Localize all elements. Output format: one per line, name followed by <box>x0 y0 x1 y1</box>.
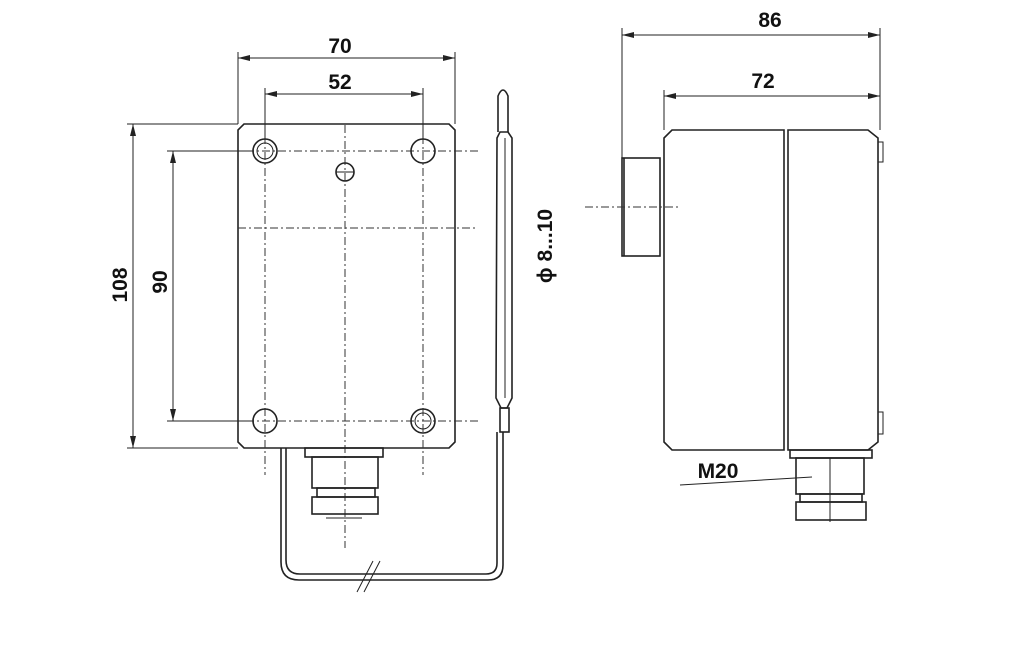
dim-label-72: 72 <box>751 70 774 93</box>
dimension-86: 86 <box>621 9 881 158</box>
dim-label-86: 86 <box>758 9 781 32</box>
sensor-probe <box>495 89 513 433</box>
dim-label-m20: M20 <box>698 460 739 483</box>
probe-diameter-label: ϕ 8...10 <box>534 209 557 283</box>
dim-label-70: 70 <box>328 35 351 58</box>
dim-label-52: 52 <box>328 71 351 94</box>
cable-gland-front <box>304 447 384 519</box>
dimension-72: 72 <box>663 70 880 130</box>
dim-label-108: 108 <box>109 267 132 302</box>
housing-cover <box>787 129 879 451</box>
capillary-tube <box>280 432 504 593</box>
dim-label-90: 90 <box>149 270 172 293</box>
center-lines <box>230 120 478 548</box>
side-view: M20 <box>585 129 884 522</box>
housing-base <box>663 129 785 451</box>
dimension-70: 70 <box>237 35 456 124</box>
dimension-52: 52 <box>264 71 424 140</box>
mounting-plate <box>237 123 456 449</box>
cable-gland-side <box>789 449 873 522</box>
front-view <box>230 89 513 593</box>
m20-leader-line <box>679 476 813 486</box>
mounting-holes <box>252 138 436 434</box>
dimension-108: 108 <box>109 123 238 449</box>
dimension-90: 90 <box>149 150 253 422</box>
